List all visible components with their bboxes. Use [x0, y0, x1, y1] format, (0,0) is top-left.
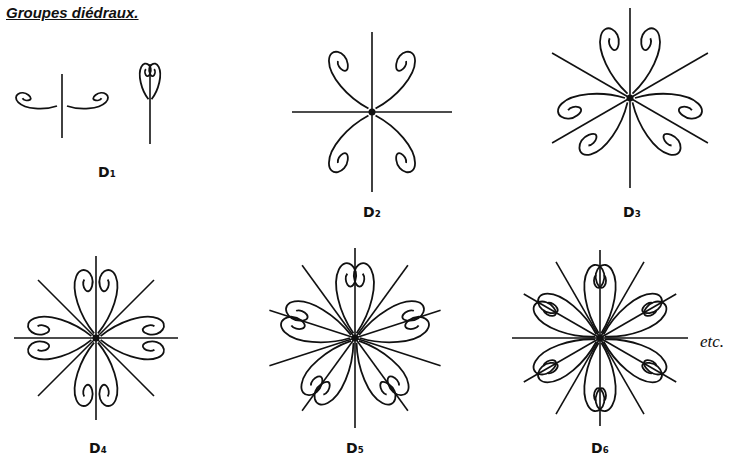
curl-motif	[16, 93, 57, 109]
curl-motif	[635, 94, 702, 119]
symmetry-figure	[16, 74, 108, 138]
center-dot	[352, 335, 359, 342]
curl-motif	[281, 317, 350, 343]
curl-motif	[599, 335, 670, 376]
curl-motif	[558, 94, 625, 119]
curl-motif	[576, 92, 631, 162]
mirror-line	[552, 53, 708, 143]
curl-motif	[577, 263, 618, 334]
curl-motif	[67, 93, 108, 109]
curl-motif	[361, 113, 424, 176]
group-label: D₄	[89, 440, 107, 456]
curl-motif	[336, 261, 382, 335]
curl-motif	[581, 342, 622, 413]
mirror-line	[61, 74, 63, 138]
mirror-line	[556, 262, 644, 414]
mirror-line	[269, 310, 440, 366]
curl-motif	[357, 291, 428, 352]
symmetry-figure	[552, 8, 708, 188]
symmetry-figure	[269, 248, 440, 428]
mirror-line	[524, 294, 676, 382]
symmetry-figure	[14, 256, 178, 420]
curl-motif	[361, 48, 424, 111]
mirror-line	[38, 280, 154, 396]
curl-motif	[347, 337, 418, 398]
group-label: D₃	[623, 204, 641, 220]
curl-motif	[529, 299, 600, 340]
center-dot	[93, 335, 100, 342]
mirror-line	[552, 53, 708, 143]
curl-motif	[320, 113, 383, 176]
note-text: etc.	[700, 332, 724, 352]
group-label: D₆	[591, 440, 609, 456]
curl-motif	[320, 48, 383, 111]
curl-motif	[26, 322, 93, 368]
curl-motif	[629, 92, 684, 162]
curl-motif	[581, 263, 622, 334]
symmetry-figure	[135, 62, 164, 144]
group-label: D₁	[98, 164, 116, 180]
mirror-line	[302, 265, 408, 411]
section-title: Groupes diédraux.	[6, 4, 139, 21]
curl-motif	[577, 342, 618, 413]
symmetry-figure	[512, 250, 688, 426]
curl-motif	[615, 25, 670, 95]
curl-motif	[80, 341, 126, 408]
curl-motif	[360, 317, 429, 343]
mirror-line	[269, 310, 440, 366]
group-label: D₅	[346, 440, 364, 456]
group-label: D₂	[363, 204, 381, 220]
curl-motif	[135, 62, 159, 100]
curl-motif	[312, 336, 358, 410]
curl-motif	[99, 308, 166, 354]
mirror-line	[302, 265, 408, 411]
curl-motif	[328, 261, 374, 335]
symmetry-figure	[292, 32, 452, 192]
center-dot	[627, 95, 634, 102]
center-dot	[597, 335, 604, 342]
center-dot	[369, 109, 376, 116]
curl-motif	[534, 284, 599, 349]
curl-motif	[590, 25, 645, 95]
